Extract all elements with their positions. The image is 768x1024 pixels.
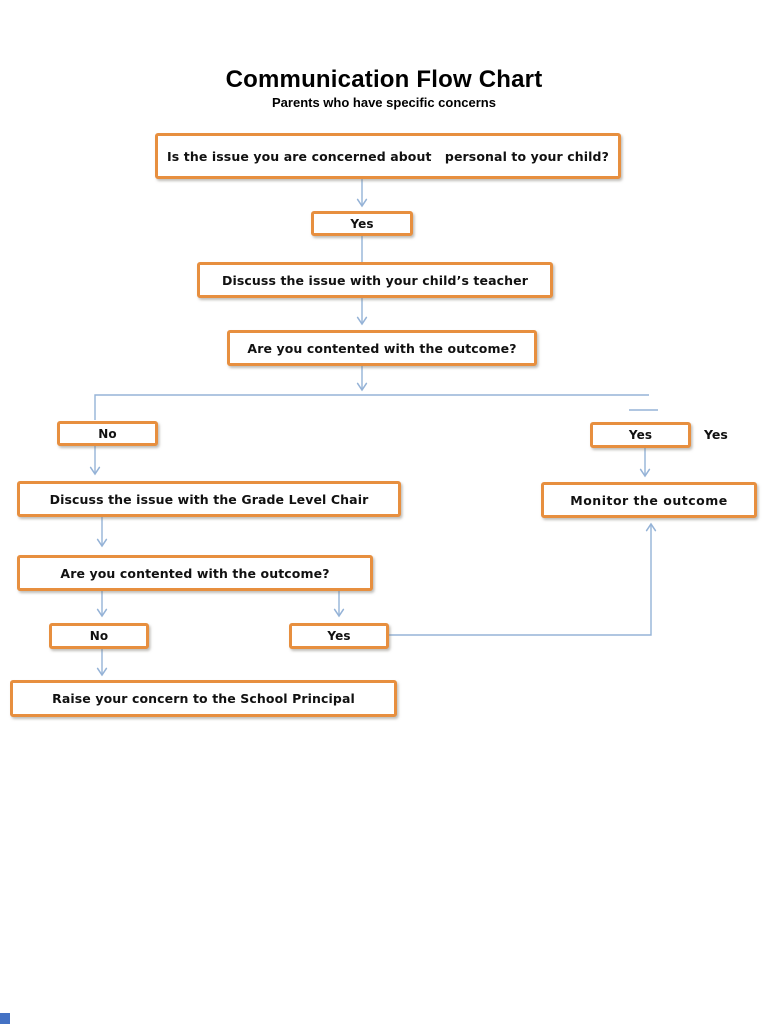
node-yes-1: Yes: [311, 211, 413, 236]
page-title: Communication Flow Chart: [225, 66, 543, 93]
node-yes-2: Yes: [590, 422, 691, 448]
node-discuss-chair: Discuss the issue with the Grade Level C…: [17, 481, 401, 517]
node-raise-principal: Raise your concern to the School Princip…: [10, 680, 397, 717]
node-discuss-teacher: Discuss the issue with your child’s teac…: [197, 262, 553, 298]
connector-yes3-to-monitor: [389, 522, 657, 636]
page-corner-marker: [0, 1013, 10, 1024]
node-yes-3: Yes: [289, 623, 389, 649]
yes-side-label: Yes: [704, 427, 728, 442]
node-question-outcome-2: Are you contented with the outcome?: [17, 555, 373, 591]
page-subtitle: Parents who have specific concerns: [272, 95, 496, 110]
node-question-outcome-1: Are you contented with the outcome?: [227, 330, 537, 366]
node-no-2: No: [49, 623, 149, 649]
node-question-personal: Is the issue you are concerned about per…: [155, 133, 621, 179]
branch-line: [94, 394, 649, 420]
node-monitor-outcome: Monitor the outcome: [541, 482, 757, 518]
node-no-1: No: [57, 421, 158, 446]
